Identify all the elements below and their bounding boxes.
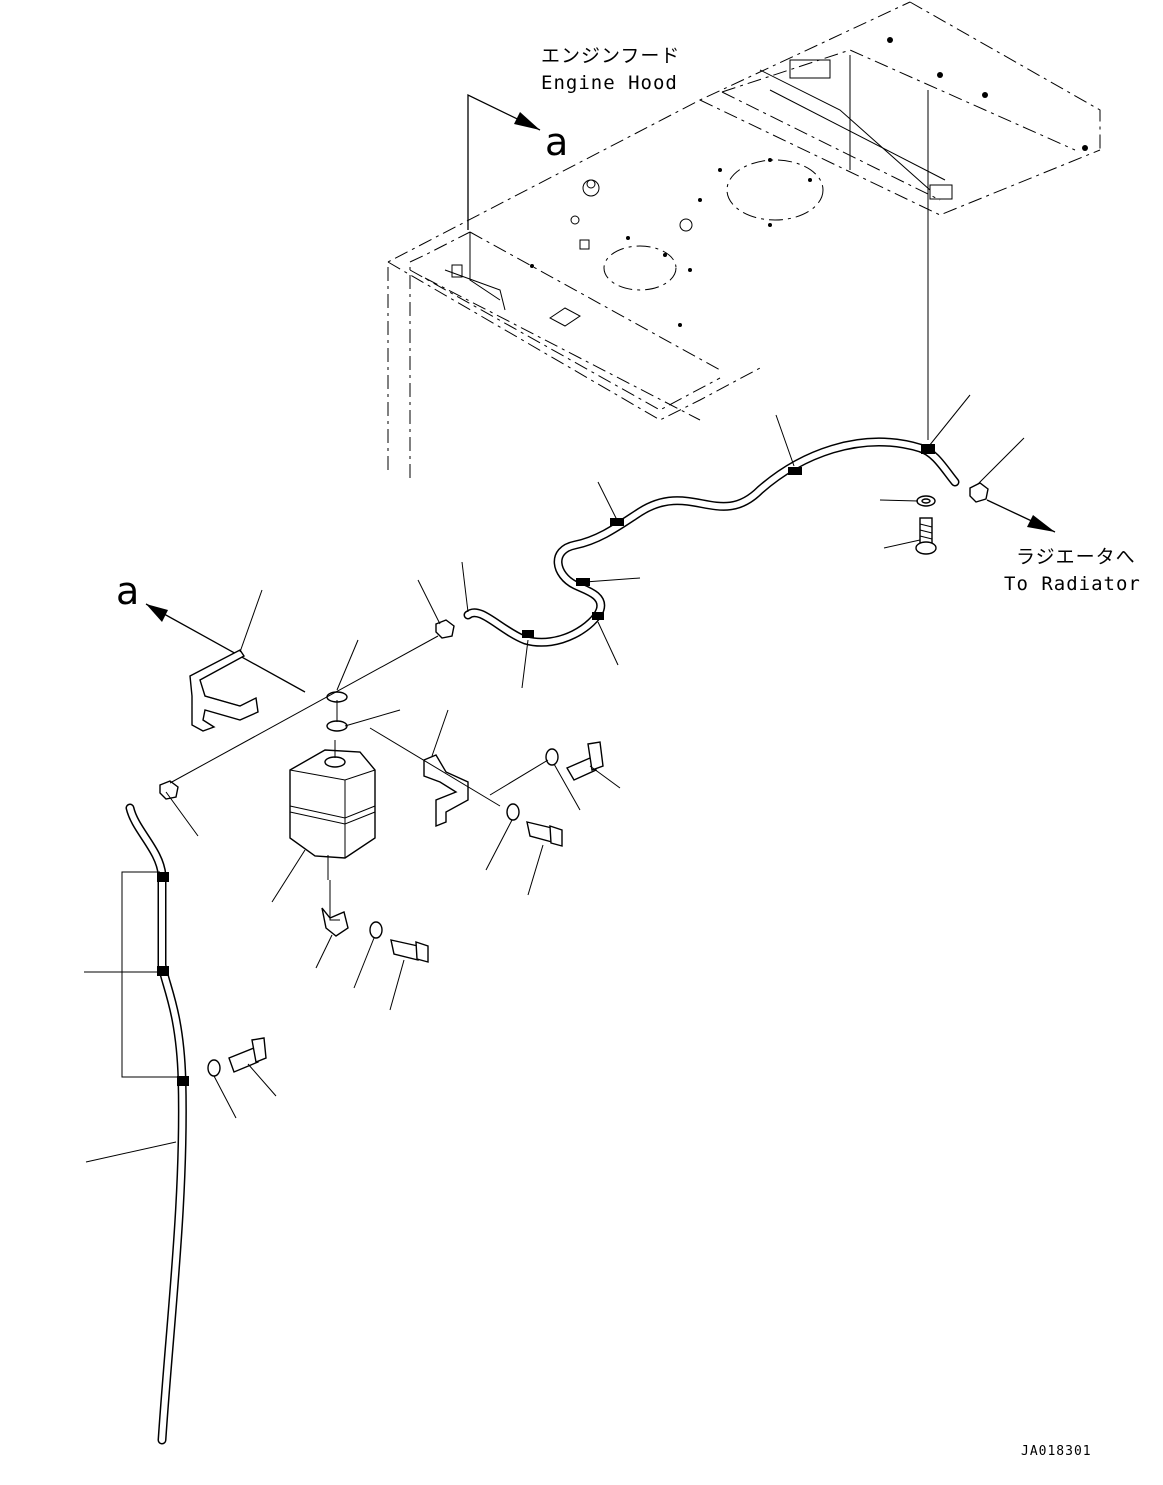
bolt-1 — [545, 741, 604, 781]
bolt-4 — [207, 1037, 267, 1077]
hose-clamp — [610, 518, 624, 526]
overflow-hose — [121, 803, 189, 1445]
engine-hood — [387, 1, 1101, 478]
bolt-2 — [506, 803, 563, 847]
hose-clip-right — [969, 482, 989, 503]
hose-clip-left — [159, 619, 455, 800]
hose-clamp — [788, 467, 802, 475]
bracket-leader — [369, 727, 501, 807]
radiator-jp-label: ラジエータへ — [1016, 546, 1136, 568]
hood-bolt — [915, 90, 937, 555]
hose-clamp — [592, 612, 604, 620]
view-marker-left: a — [116, 569, 139, 613]
tank-bracket — [423, 754, 469, 828]
hose-clamp — [921, 444, 935, 454]
view-marker-top: a — [545, 120, 568, 164]
reservoir-tank — [289, 691, 376, 880]
engine-hood-jp-label: エンジンフード — [541, 45, 680, 67]
hose-clamp — [576, 578, 590, 586]
bolt-3 — [369, 921, 429, 963]
hose-clamp — [522, 630, 534, 638]
hose-clamp — [157, 966, 169, 976]
mounting-bracket — [189, 649, 259, 732]
radiator-arrow — [986, 499, 1056, 533]
view-arrow-left — [145, 603, 306, 693]
pipe-clip — [321, 880, 349, 937]
leader-lines — [84, 394, 1025, 1163]
bolt-leader — [489, 759, 549, 796]
radiator-hose — [463, 437, 960, 647]
radiator-en-label: To Radiator — [1004, 573, 1141, 595]
hose-clamp — [157, 872, 169, 882]
drawing-code: JA018301 — [1021, 1444, 1092, 1459]
hose-leader — [169, 635, 439, 784]
hose-clamp — [177, 1076, 189, 1086]
view-arrow-top — [467, 93, 541, 230]
engine-hood-en-label: Engine Hood — [541, 72, 678, 94]
